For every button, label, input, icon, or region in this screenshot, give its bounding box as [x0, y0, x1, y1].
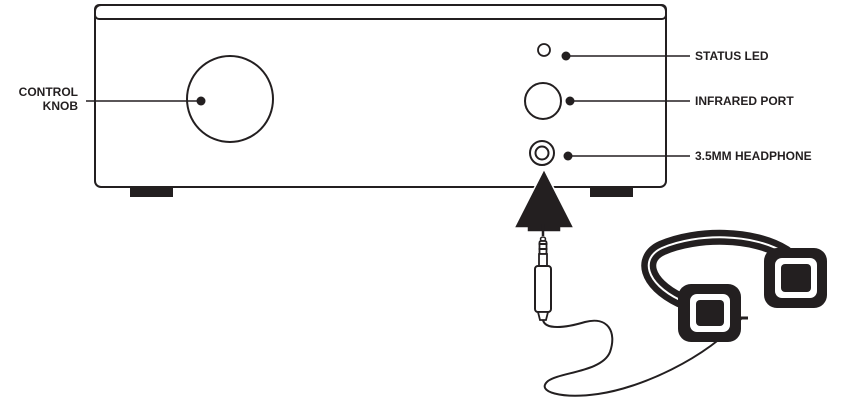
up-arrow-icon	[512, 167, 576, 233]
label-control-knob-line2: KNOB	[43, 99, 79, 113]
audio-plug-icon	[534, 224, 552, 321]
device-foot-left	[130, 187, 173, 197]
label-control-knob-line1: CONTROL	[19, 85, 78, 99]
infrared-port	[524, 82, 562, 120]
label-status-led: STATUS LED	[695, 49, 769, 63]
callout-leader-status-led	[561, 51, 690, 61]
device-foot-right	[590, 187, 633, 197]
device-top-strip	[94, 4, 667, 20]
device-front-panel	[94, 4, 667, 188]
callout-leader-infrared-port	[565, 96, 690, 106]
label-infrared-port: INFRARED PORT	[695, 94, 794, 108]
callout-leader-control-knob	[86, 96, 206, 106]
label-headphone-jack: 3.5MM HEADPHONE	[695, 149, 812, 163]
callout-leader-headphone	[563, 151, 690, 161]
control-knob	[186, 55, 274, 143]
device-body	[94, 4, 667, 197]
headphone-cable	[542, 317, 743, 397]
headphone-jack	[529, 140, 555, 166]
headphones-icon	[641, 229, 827, 342]
status-led	[537, 43, 551, 57]
